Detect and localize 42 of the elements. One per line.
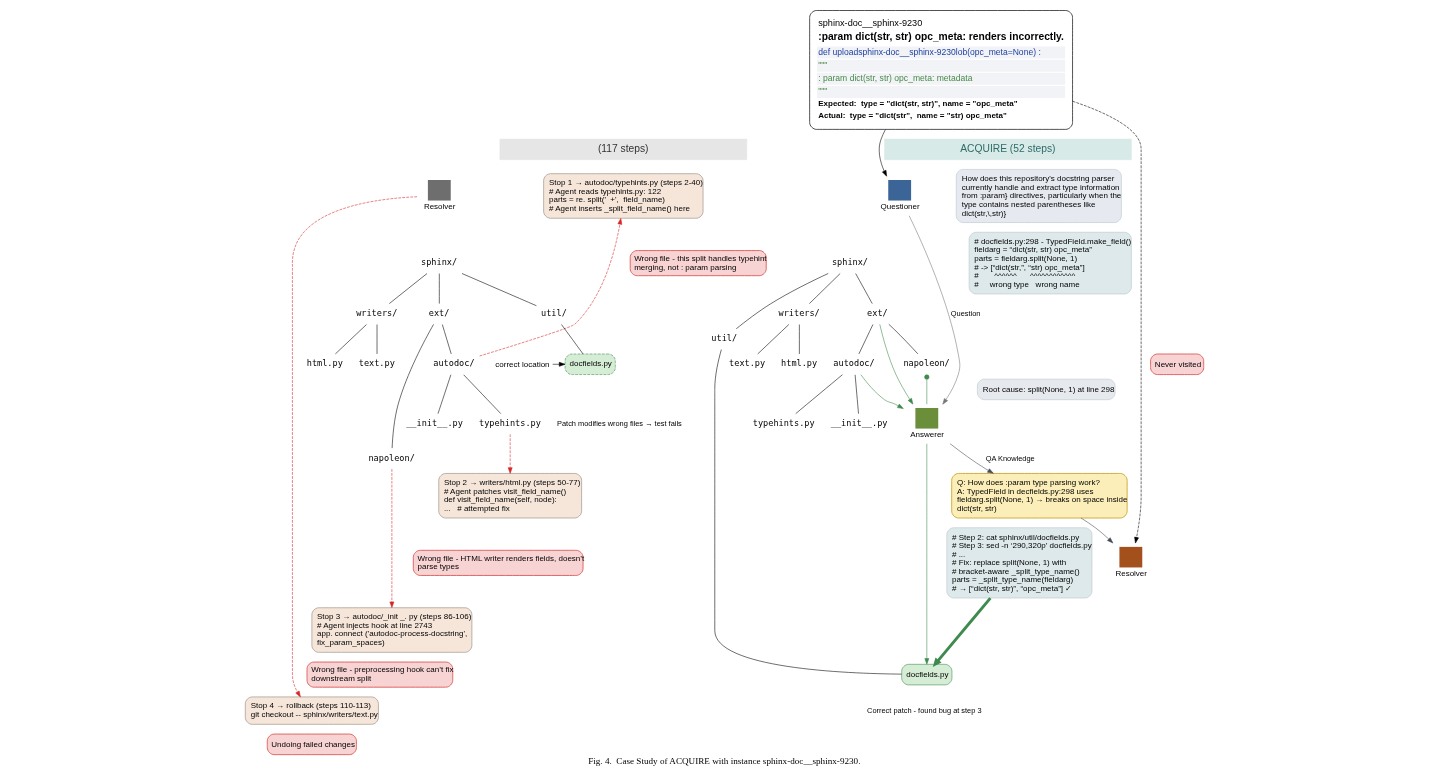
node-box [1118, 546, 1142, 568]
node-box [887, 179, 911, 201]
arrow [507, 434, 512, 474]
node-text: napoleon/ [367, 452, 415, 463]
node-text: typehints.py [478, 418, 541, 429]
connector [923, 374, 929, 405]
node-box [914, 408, 938, 429]
node-text: __init__.py [405, 418, 463, 429]
node-text: autodoc/ [432, 358, 475, 369]
arrow [908, 215, 960, 405]
node-text: util/ [540, 307, 567, 318]
arrow [878, 129, 887, 177]
node-text: writers/ [355, 307, 397, 318]
node-box: ACQUIRE (52 steps) [883, 138, 1132, 160]
node-text: ext/ [428, 307, 449, 318]
node-text: sphinx/ [831, 257, 868, 268]
node-text: util/ [710, 333, 737, 344]
arrow [932, 597, 991, 667]
node-text: html.py [306, 358, 343, 369]
arrow [389, 468, 394, 608]
arrow [949, 443, 994, 474]
arrow [879, 324, 913, 405]
node-text: typehints.py [752, 418, 815, 429]
node-box [427, 179, 451, 201]
node-text: text.py [728, 358, 765, 369]
arrow [478, 218, 622, 357]
node-text: napoleon/ [902, 358, 950, 369]
node-text: autodoc/ [832, 358, 875, 369]
arrow [291, 196, 417, 698]
caption: Fig. 4. Case Study of ACQUIRE with instance sphinx-doc__sphinx-9230. [587, 756, 860, 767]
node-text: text.py [358, 358, 395, 369]
node-text: ext/ [866, 307, 888, 318]
node-text: sphinx/ [420, 257, 457, 268]
arrow [1080, 517, 1113, 544]
node-box: (117 steps) [499, 138, 747, 160]
node-text: __init__.py [830, 418, 888, 429]
arrow [1071, 100, 1141, 544]
arrow [860, 374, 904, 409]
arrow [924, 443, 929, 665]
node-text: html.py [780, 358, 817, 369]
node-text: writers/ [778, 307, 820, 318]
arrow [551, 362, 565, 367]
